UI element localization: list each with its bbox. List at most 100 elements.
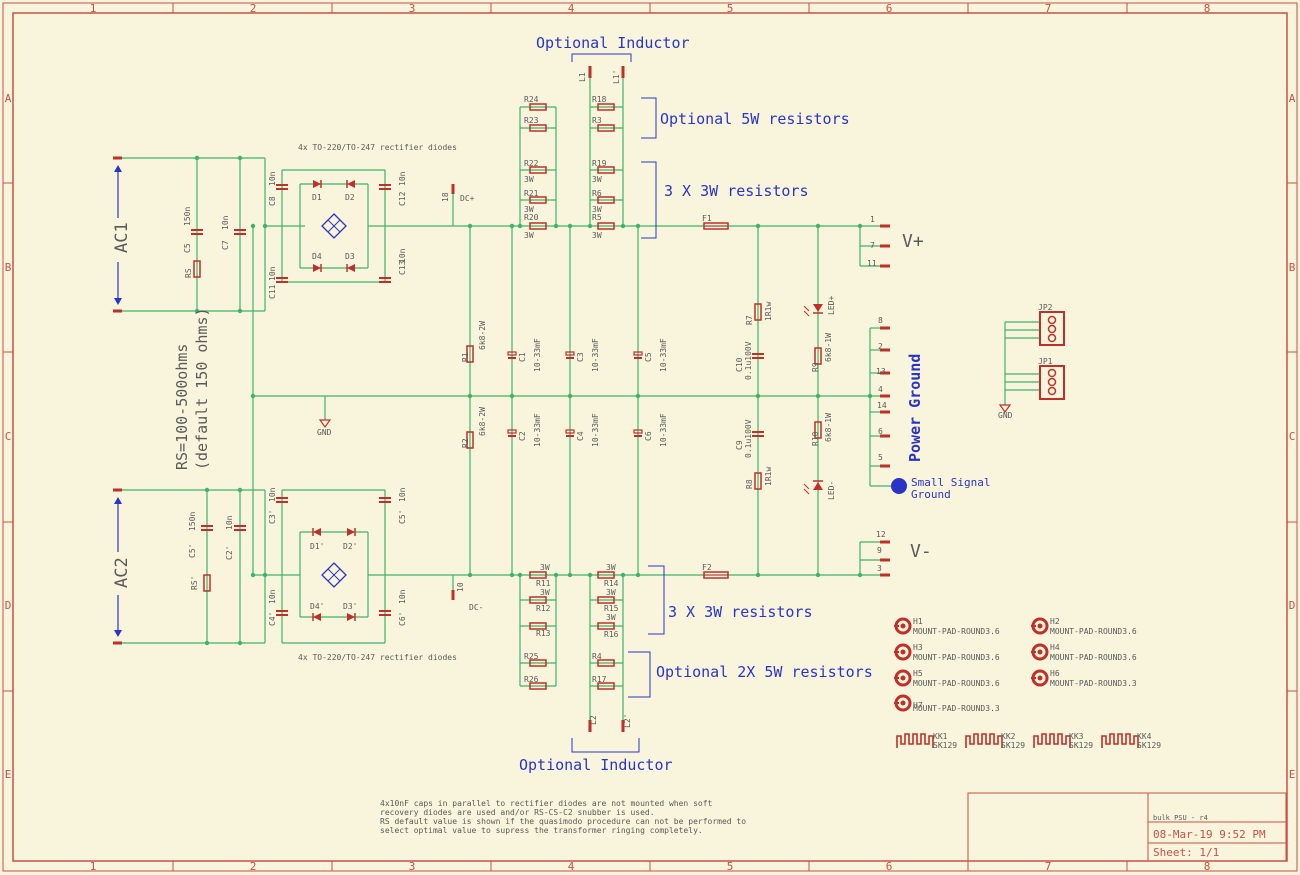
component-label: 150n [188,512,197,531]
component-label: 3W [606,563,616,572]
ac1-label: AC1 [112,222,132,253]
component-label: C6' [398,612,407,626]
row-label: B [1289,261,1296,274]
component-label: MOUNT-PAD-ROUND3.6 [913,653,1000,662]
dcminus-label: DC- [469,603,483,612]
component-label: 10n [268,589,277,604]
component-label: C4 [576,431,585,441]
note-line: recovery diodes are used and/or RS-CS-C2… [380,808,655,817]
row-label: C [5,430,12,443]
component-label: 10-33mF [533,338,542,372]
component-label: 14 [877,401,887,410]
component-label: C7 [221,240,230,250]
rs-range-label: RS=100-500ohms [173,344,191,470]
component-label: KK4 [1137,732,1152,741]
component-label: L2 [589,715,598,725]
notes: 4x10nF caps in parallel to rectifier dio… [380,799,746,835]
component-label: JP1 [1038,357,1053,366]
component-label: MOUNT-PAD-ROUND3.3 [913,704,1000,713]
rs-default-label: (default 150 ohms) [193,307,211,470]
title-date: 08-Mar-19 9:52 PM [1153,828,1266,841]
optional-inductor-bottom-label: Optional Inductor [519,756,673,774]
diodes-top-note: 4x TO-220/TO-247 rectifier diodes [298,143,457,152]
component-label: 6k8-1W [824,333,833,362]
component-label: 3 [877,564,882,573]
component-label: 10n [398,248,407,263]
component-label: D2 [345,193,355,202]
bridge-symbol-bottom [321,562,347,588]
title-sheet: Sheet: 1/1 [1153,846,1219,859]
component-label: C11 [268,284,277,299]
component-label: 0.1u100V [744,419,753,458]
big-labels: AC1 AC2 RS=100-500ohms (default 150 ohms… [112,222,932,588]
component-label: 3W [524,175,534,184]
component-label: 10n [268,266,277,281]
component-label: SK129 [1001,741,1025,750]
component-label: R22 [524,159,539,168]
component-label: 0.1u100V [744,341,753,380]
component-label: R6 [592,189,602,198]
component-label: 1R1w [764,302,773,321]
component-label: D1 [312,193,322,202]
component-label: R7 [745,315,754,325]
annotations: Optional Inductor Optional 5W resistors … [519,34,990,774]
note-line: select optimal value to supress the tran… [380,826,703,835]
col-label: 3 [409,860,416,873]
component-label: C10 [735,357,744,372]
component-label: 10-33mF [591,338,600,372]
component-label: F2 [702,563,712,572]
title-name: bulk PSU - r4 [1153,814,1208,822]
component-label: F1 [702,214,712,223]
component-label: R9 [811,362,820,372]
component-label: C5 [183,243,192,253]
small-signal-ground-label-2: Ground [911,488,951,501]
col-label: 6 [886,860,893,873]
component-label: 13 [876,367,886,376]
component-label: MOUNT-PAD-ROUND3.6 [1050,653,1137,662]
component-label: 4 [878,385,883,394]
component-label: KK1 [933,732,948,741]
component-label: 10n [221,215,230,230]
optional-inductor-top-label: Optional Inductor [536,34,690,52]
component-label: 10-33mF [591,413,600,447]
row-label: E [1289,768,1296,781]
component-label: C3 [576,352,585,362]
component-label: LED- [827,481,836,500]
row-label: C [1289,430,1296,443]
diodes-bottom-note: 4x TO-220/TO-247 rectifier diodes [298,653,457,662]
component-label: D3' [343,602,357,611]
row-label: A [1289,92,1296,105]
dcplus-label: DC+ [460,194,475,203]
component-label: D4' [310,602,324,611]
component-label: SK129 [933,741,957,750]
component-label: R1 [461,352,470,362]
three-3w-bottom-label: 3 X 3W resistors [668,603,813,621]
component-label: D4 [312,252,322,261]
component-label: 3W [524,231,534,240]
component-label: 6k8-2W [478,407,487,436]
optional-5w-label: Optional 5W resistors [660,110,850,128]
col-label: 6 [886,2,893,15]
component-label: 10n [398,487,407,502]
title-block: bulk PSU - r4 08-Mar-19 9:52 PM Sheet: 1… [967,792,1287,862]
component-label: SK129 [1137,741,1161,750]
component-label: H1 [913,617,923,626]
component-label: 3W [606,588,616,597]
col-label: 1 [90,2,97,15]
component-label: R24 [524,95,539,104]
optional-2x5w-label: Optional 2X 5W resistors [656,663,873,681]
component-label: H4 [1050,643,1060,652]
col-label: 4 [568,860,575,873]
component-label: R14 [604,579,619,588]
component-label: R26 [524,675,539,684]
component-label: 150n [183,207,192,226]
component-label: H2 [1050,617,1060,626]
pin18-label: 18 [441,192,450,202]
component-label: C5 [644,352,653,362]
vminus-label: V- [910,541,932,562]
component-label: 10n [225,515,234,530]
component-label: KK2 [1001,732,1016,741]
component-label: 3W [524,205,534,214]
component-label: C13 [398,260,407,275]
